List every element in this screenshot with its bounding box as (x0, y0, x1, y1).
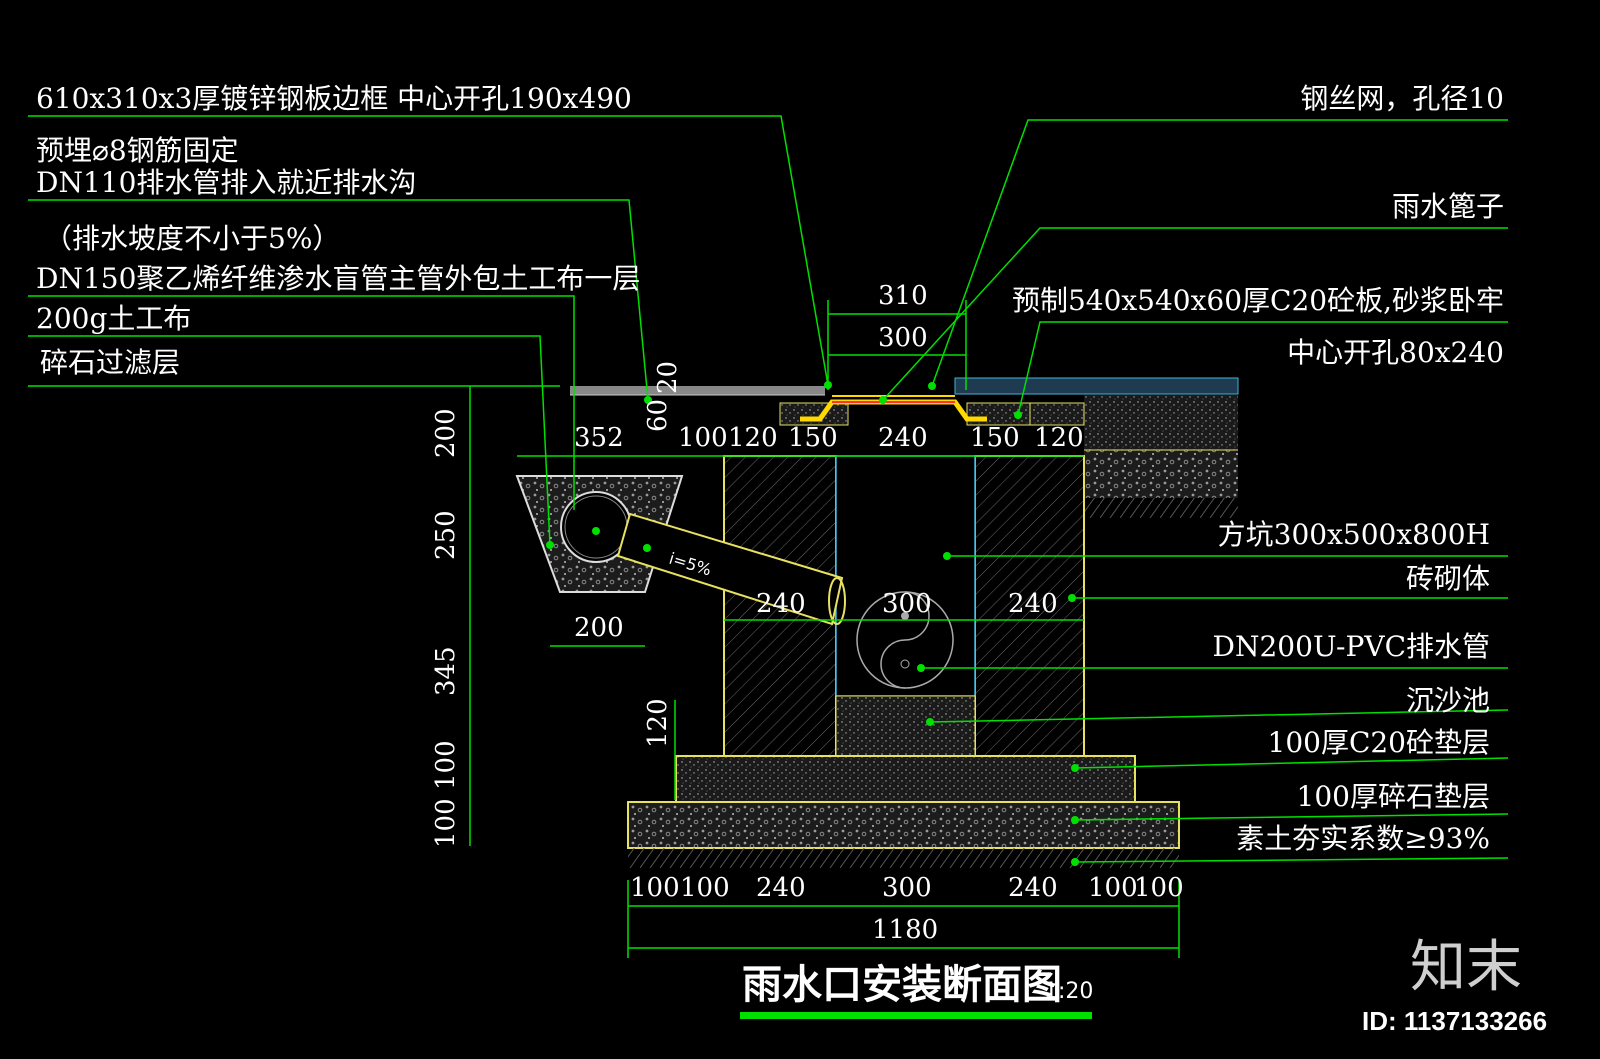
dim-trench-200: 200 (574, 613, 624, 643)
dim-bottom-240a: 240 (756, 873, 806, 903)
dim-mid-240b: 240 (1008, 589, 1058, 619)
dim-bottom-300: 300 (882, 873, 932, 903)
dim-total-1180: 1180 (872, 915, 938, 945)
leader-dots (546, 381, 1079, 866)
drawing-title: 雨水口安装断面图 1:20 (740, 962, 1093, 1019)
title-underline (740, 1012, 1092, 1019)
dim-top-310: 310 (878, 281, 928, 311)
dim-bottom-100b: 100 (680, 873, 730, 903)
dim-row-120a: 120 (728, 423, 778, 453)
note-concrete-base: 100厚C20砼垫层 (1268, 726, 1491, 759)
dim-left-100a: 100 (431, 740, 461, 790)
note-silt-pond: 沉沙池 (1406, 684, 1490, 717)
dim-vert-20: 20 (653, 361, 683, 394)
dim-row-100: 100 (678, 423, 728, 453)
note-gravel-base: 100厚碎石垫层 (1297, 780, 1490, 813)
dim-row-150b: 150 (970, 423, 1020, 453)
note-compacted-soil: 素土夯实系数≥93% (1236, 822, 1490, 855)
note-brickwork: 砖砌体 (1406, 562, 1490, 595)
dim-row-240: 240 (878, 423, 928, 453)
dim-top-300: 300 (878, 323, 928, 353)
dim-left-250: 250 (431, 510, 461, 560)
note-filter-layer: 碎石过滤层 (40, 346, 180, 379)
note-geotextile: 200g土工布 (36, 302, 191, 335)
watermark-id: ID: 1137133266 (1362, 1006, 1547, 1036)
rain-grate (800, 395, 987, 422)
foundation-layers (627, 755, 1180, 868)
title-text: 雨水口安装断面图 (742, 962, 1062, 1008)
watermark: 知末 ID: 1137133266 (1362, 935, 1547, 1036)
dim-bottom-100c: 100 (1088, 873, 1138, 903)
watermark-logo: 知末 (1410, 935, 1522, 1000)
drain-pipe-dn110: i=5% (616, 512, 846, 626)
dim-left-200: 200 (431, 408, 461, 458)
pavement-layers (1084, 395, 1238, 518)
note-wire-mesh: 钢丝网，孔径10 (1300, 82, 1504, 115)
title-scale: 1:20 (1044, 979, 1093, 1004)
brick-walls (723, 455, 1085, 757)
note-pvc-pipe: DN200U-PVC排水管 (1213, 630, 1490, 663)
dim-bottom-100a: 100 (630, 873, 680, 903)
dim-row-352: 352 (574, 423, 624, 453)
note-center-hole: 中心开孔80x240 (1287, 336, 1504, 369)
right-notes: 钢丝网，孔径10 雨水篦子 预制540x540x60厚C20砼板,砂浆卧牢 中心… (1012, 82, 1504, 855)
dim-mid-300: 300 (882, 589, 932, 619)
dim-left-100b: 100 (431, 798, 461, 848)
dimension-labels: 310 300 20 60 352 100 120 150 240 150 12… (431, 281, 1184, 945)
note-precast-slab: 预制540x540x60厚C20砼板,砂浆卧牢 (1012, 284, 1504, 317)
dim-left-120: 120 (643, 698, 673, 748)
dim-mid-240a: 240 (756, 589, 806, 619)
note-grate: 雨水篦子 (1392, 190, 1504, 223)
note-blind-pipe: DN150聚乙烯纤维渗水盲管主管外包土工布一层 (36, 262, 640, 295)
leader-lines (28, 115, 1509, 958)
dim-bottom-100d: 100 (1134, 873, 1184, 903)
dim-bottom-240b: 240 (1008, 873, 1058, 903)
dim-left-345: 345 (431, 646, 461, 696)
dim-row-120b: 120 (1034, 423, 1084, 453)
note-rebar: 预埋⌀8钢筋固定 (36, 134, 239, 167)
dim-vert-60: 60 (643, 399, 673, 432)
note-square-pit: 方坑300x500x800H (1218, 518, 1490, 551)
note-steel-frame: 610x310x3厚镀锌钢板边框 中心开孔190x490 (36, 82, 632, 115)
dim-row-150a: 150 (788, 423, 838, 453)
note-slope: （排水坡度不小于5%） (44, 222, 340, 255)
note-dn110: DN110排水管排入就近排水沟 (36, 166, 416, 199)
left-notes: 610x310x3厚镀锌钢板边框 中心开孔190x490 预埋⌀8钢筋固定 DN… (36, 82, 640, 379)
pvc-pipe (856, 591, 954, 689)
